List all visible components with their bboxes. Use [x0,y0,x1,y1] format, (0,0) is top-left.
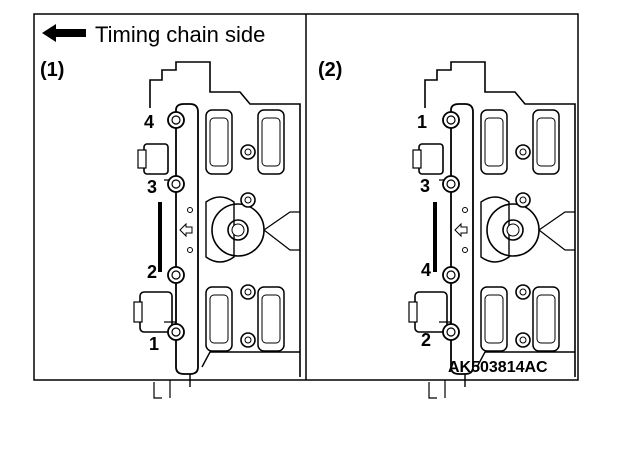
panel-2-bolt-upper [442,175,460,193]
panel-2-bolt-lower [442,266,460,284]
panel-2-bolt-number-bottom: 2 [421,330,431,350]
figure-code: AK503814AC [448,359,548,376]
direction-label: Timing chain side [95,22,265,47]
panel-2-bolt-top [442,111,460,129]
left-arrow-icon [42,24,86,42]
panel-2-drawing [408,61,576,399]
panel-1-bolt-number-bottom: 1 [149,334,159,354]
panel-2-bolt-bottom [442,323,460,341]
panel-1-bolt-number-upper: 3 [147,177,157,197]
panel-1-bolt-top [167,111,185,129]
panel-2-bolt-number-lower: 4 [421,260,431,280]
panel-2-bolt-number-top: 1 [417,112,427,132]
panel-1-bolt-upper [167,175,185,193]
panel-2-bolt-number-upper: 3 [420,176,430,196]
panel-1-bolt-number-lower: 2 [147,262,157,282]
panel-2-label: (2) [318,59,342,81]
panel-1-label: (1) [40,59,64,81]
panel-1-bolt-lower [167,266,185,284]
panel-1-bolt-bottom [167,323,185,341]
panel-1-bolt-number-top: 4 [144,112,154,132]
